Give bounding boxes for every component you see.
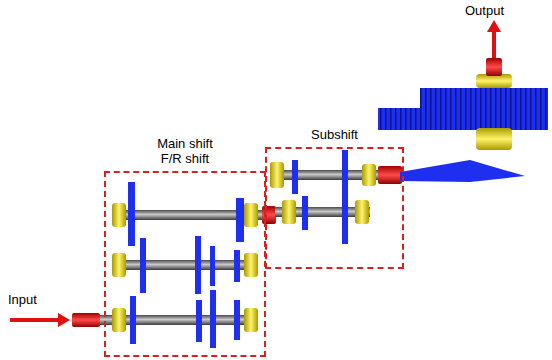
bearing (362, 164, 376, 186)
main-top-shaft (112, 182, 276, 246)
arrow-head (487, 20, 501, 32)
gear (130, 296, 136, 344)
gear (292, 160, 298, 194)
bearing (476, 128, 512, 150)
gear (196, 300, 202, 342)
pinion (400, 160, 525, 182)
group-heading: Subshift (311, 127, 358, 143)
gear (302, 196, 308, 230)
gear (195, 236, 201, 294)
gear (236, 198, 244, 242)
sub-upper-shaft (270, 150, 402, 198)
bearing (476, 74, 512, 88)
gear (210, 246, 215, 286)
input-arrow (10, 318, 60, 322)
dashed-group-box: Subshift (265, 147, 404, 269)
group-heading: Main shift F/R shift (145, 136, 225, 167)
gear (128, 182, 135, 246)
gear (342, 192, 348, 244)
arrow-head (58, 313, 70, 327)
main-input-shaft (72, 290, 258, 348)
coupling (378, 166, 402, 184)
output-arrow (492, 30, 496, 58)
output-gear (420, 88, 548, 108)
bearing (270, 162, 284, 188)
gear (234, 300, 240, 340)
bearing (112, 203, 126, 227)
bearing (244, 203, 258, 227)
gear (210, 290, 216, 348)
bearing (112, 308, 126, 332)
output-stub (486, 58, 502, 76)
input-stub (72, 313, 100, 327)
bearing (282, 200, 296, 224)
output-gear (378, 108, 548, 130)
dashed-group-box: Main shift F/R shift (104, 171, 266, 357)
bearing (355, 200, 369, 224)
bearing (112, 253, 126, 277)
main-middle-shaft (112, 236, 258, 294)
sub-lower-shaft (275, 192, 370, 244)
bearing (244, 308, 258, 332)
io-label: Output (465, 3, 504, 19)
bearing (244, 253, 258, 277)
gear (234, 250, 240, 282)
gear (342, 150, 348, 198)
gear (140, 238, 146, 293)
io-label: Input (8, 292, 37, 308)
